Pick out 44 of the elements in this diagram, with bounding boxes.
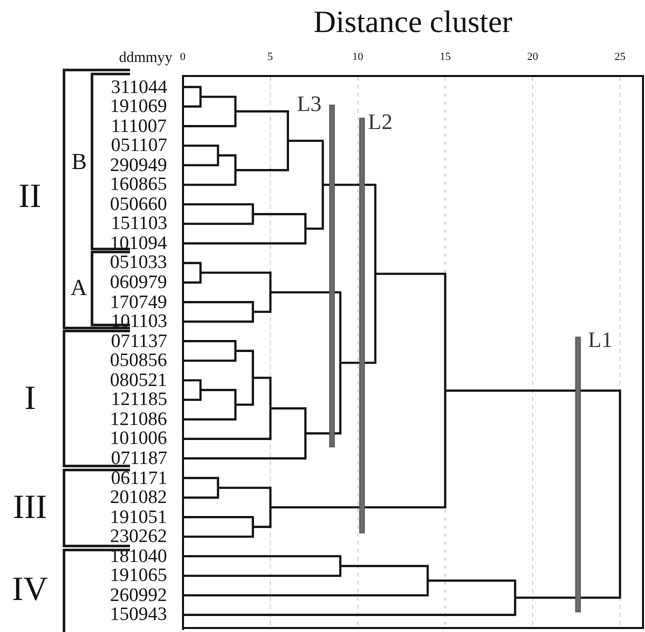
sample-label: 311044	[111, 78, 168, 96]
sample-label: 050660	[110, 194, 167, 214]
sample-label: 191065	[110, 566, 167, 586]
sample-label: 290949	[110, 156, 167, 175]
cut-line-label: L1	[588, 329, 612, 351]
sample-label: 061171	[111, 468, 168, 488]
sample-label: 051033	[110, 253, 167, 272]
sample-label: 181040	[110, 546, 167, 566]
sample-label: 260992	[110, 586, 167, 605]
chart-title: Distance cluster	[314, 6, 512, 37]
sample-label: 050856	[110, 351, 167, 370]
sample-label: 150943	[110, 605, 167, 624]
sample-label: 101006	[110, 429, 167, 448]
axis-tick-label: 10	[352, 52, 364, 62]
cluster-label: B	[72, 150, 87, 172]
sample-label: 121086	[110, 410, 167, 429]
sample-label: 170749	[110, 292, 167, 312]
sample-label: 191051	[110, 508, 167, 527]
sample-label: 230262	[110, 527, 167, 546]
sample-label: 151103	[111, 214, 168, 234]
sample-label: 201082	[110, 488, 167, 508]
cluster-label: IV	[12, 573, 48, 607]
cluster-label: A	[70, 276, 88, 298]
axis-tick-label: 0	[180, 52, 186, 62]
axis-tick-label: 25	[614, 52, 626, 62]
axis-tick-label: 5	[267, 52, 273, 62]
sample-label: 051107	[111, 136, 168, 156]
cluster-label: III	[13, 491, 47, 525]
sample-label: 071137	[111, 332, 168, 351]
cluster-label: I	[24, 382, 36, 416]
cut-line-label: L2	[368, 111, 392, 133]
sample-label: 060979	[110, 273, 167, 292]
sample-label: 111007	[111, 116, 167, 136]
column-header: ddmmyy	[119, 50, 172, 66]
axis-tick-label: 20	[527, 52, 538, 62]
sample-label: 101094	[110, 234, 167, 253]
sample-label: 160865	[110, 175, 167, 194]
sample-label: 121185	[111, 390, 168, 410]
sample-label: 080521	[110, 370, 167, 390]
cluster-label: II	[18, 180, 42, 214]
sample-label: 071187	[111, 448, 168, 468]
sample-label: 191069	[110, 97, 167, 116]
axis-tick-label: 15	[440, 52, 451, 62]
cut-line-label: L3	[297, 93, 322, 115]
